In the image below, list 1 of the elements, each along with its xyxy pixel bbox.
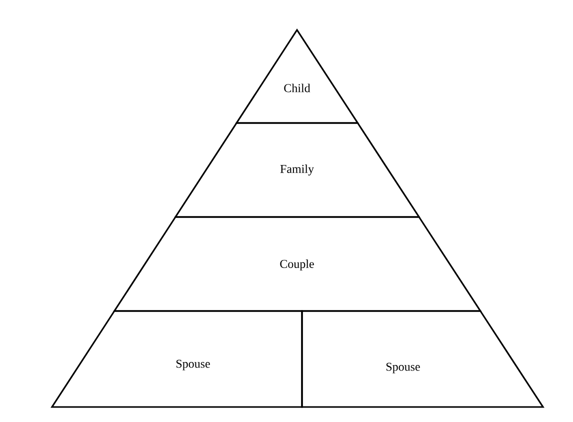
pyramid-section: Spouse <box>301 310 544 408</box>
